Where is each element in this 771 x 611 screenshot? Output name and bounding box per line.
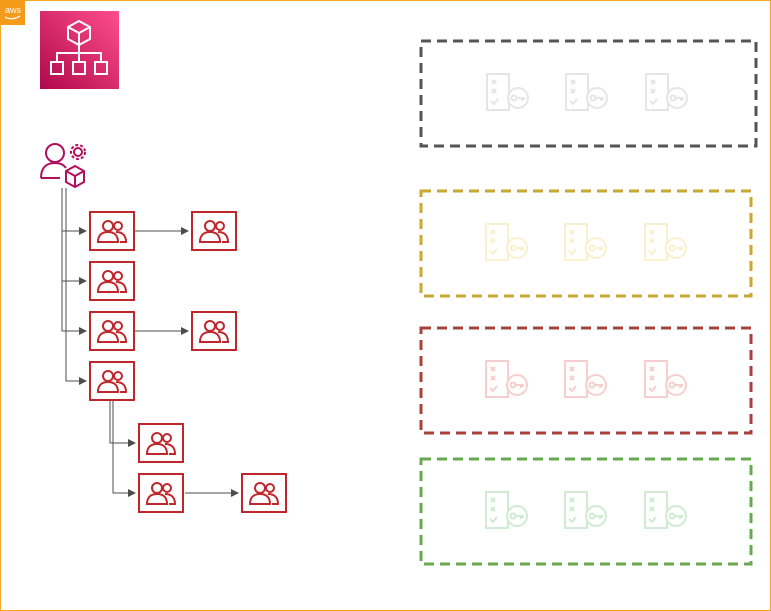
- account-a-icon: [89, 211, 135, 251]
- account-d1-icon: [138, 423, 184, 463]
- account-c-icon: [89, 311, 135, 351]
- account-d-icon: [89, 361, 135, 401]
- account-d2a-icon: [241, 473, 287, 513]
- aws-logo: aws: [0, 0, 25, 25]
- connector-to-account-c: [61, 188, 87, 335]
- account-c1-icon: [191, 311, 237, 351]
- user-gear-icon: [40, 143, 86, 188]
- account-b-icon: [89, 261, 135, 301]
- policy-group-yellow: [419, 189, 753, 298]
- policy-group-gray: [419, 39, 758, 148]
- policy-group-green: [419, 457, 753, 566]
- connector-to-account-d: [65, 188, 87, 385]
- organizations-icon: [40, 11, 119, 89]
- aws-logo-text: aws: [5, 5, 22, 15]
- hierarchy-connectors: [61, 188, 239, 497]
- policy-group-red: [419, 326, 753, 435]
- connector-to-account-d1: [109, 401, 136, 447]
- connector-to-account-d2: [112, 401, 136, 497]
- account-a1-icon: [191, 211, 237, 251]
- account-d2-icon: [138, 473, 184, 513]
